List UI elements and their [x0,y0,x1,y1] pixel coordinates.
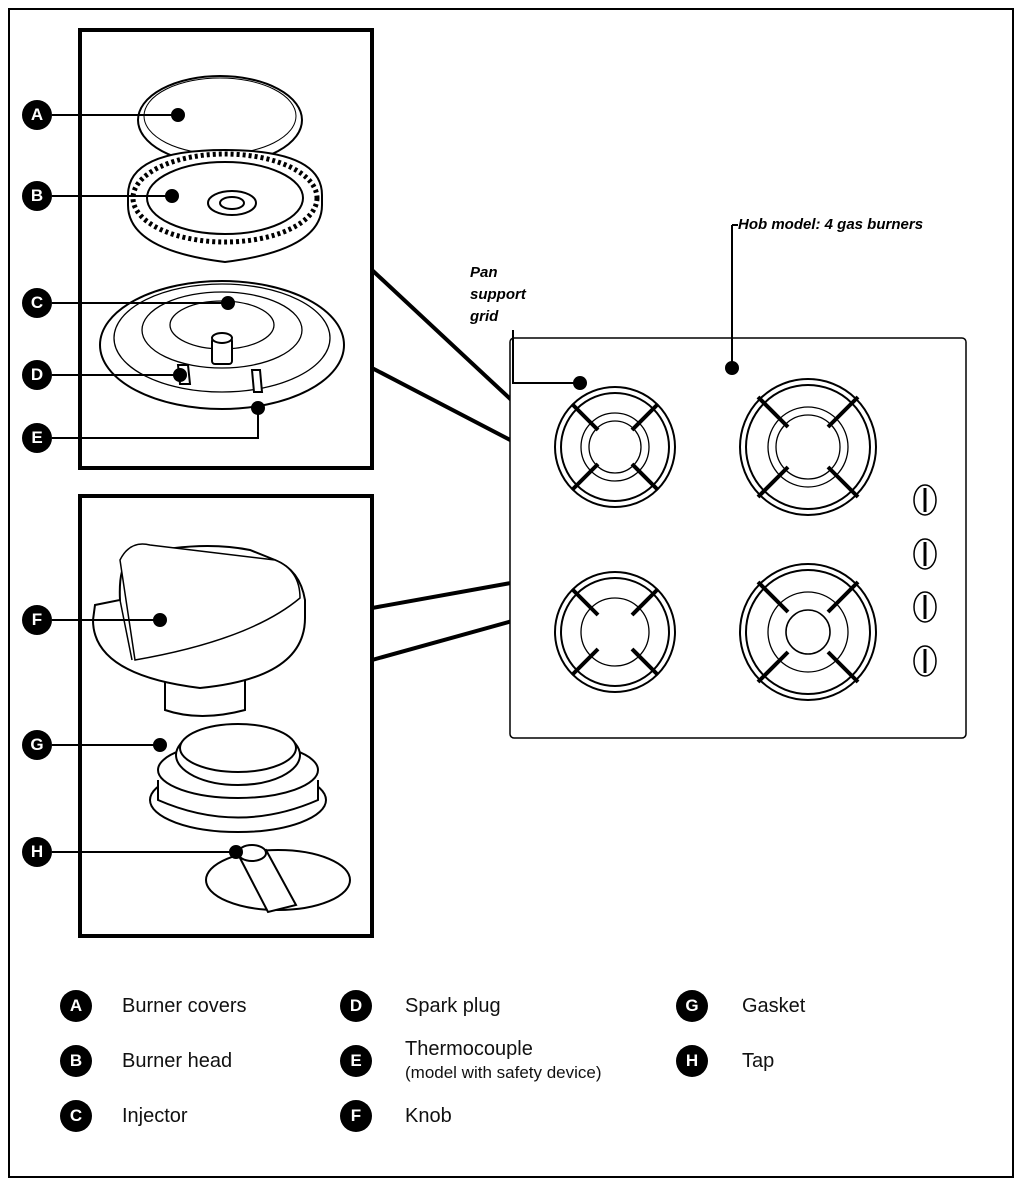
callout-badge-e: E [22,423,52,453]
legend-label-d: Spark plug [405,995,501,1017]
legend-label-g: Gasket [742,995,806,1017]
legend-item-f: F Knob [340,1100,452,1132]
part-knob [91,543,306,717]
legend-item-e: E Thermocouple (model with safety device… [340,1038,602,1085]
legend-item-c: C Injector [60,1100,188,1132]
burner-bottom-right [739,563,877,701]
callout-badge-h: H [22,837,52,867]
callout-leaders [52,108,265,859]
part-gasket [149,723,327,833]
callout-badge-c: C [22,288,52,318]
legend-label-b: Burner head [122,1050,233,1072]
legend-badge-g: G [676,990,708,1022]
callout-badge-b: B [22,181,52,211]
legend-badge-e: E [340,1045,372,1077]
legend-badge-h: H [676,1045,708,1077]
legend-badge-a: A [60,990,92,1022]
legend-item-a: A Burner covers [60,990,247,1022]
pan-support-title-line3: grid [470,308,499,325]
hob-knobs [913,484,937,677]
burner-bottom-left [554,571,676,693]
legend-badge-c: C [60,1100,92,1132]
part-tap [205,844,351,914]
callout-badge-d: D [22,360,52,390]
legend-item-h: H Tap [676,1045,774,1077]
burner-detail-box [78,28,374,470]
legend-item-g: G Gasket [676,990,805,1022]
pan-support-title-line2: support [470,286,526,303]
legend-label-c: Injector [122,1105,188,1127]
part-burner-head [127,148,323,264]
legend-label-h: Tap [742,1050,775,1072]
knob-detail-box [78,494,374,938]
pan-support-leader [512,330,587,390]
legend-label-a: Burner covers [122,995,247,1017]
callout-badge-f: F [22,605,52,635]
legend-item-b: B Burner head [60,1045,232,1077]
legend-label-e-main: Thermocouple [405,1038,533,1060]
legend-badge-d: D [340,990,372,1022]
callout-badge-a: A [22,100,52,130]
hob-model-title: Hob model: 4 gas burners [738,216,924,233]
legend-badge-b: B [60,1045,92,1077]
legend-label-e-sub: (model with safety device) [405,1063,602,1082]
legend-label-e: Thermocouple (model with safety device) [405,1037,602,1085]
legend-label-f: Knob [405,1105,452,1127]
hob-outline [509,337,967,739]
hob-model-leader [725,224,739,375]
legend-item-d: D Spark plug [340,990,501,1022]
part-burner-cover [137,75,303,165]
part-burner-base [99,280,345,410]
diagram-frame [8,8,1014,1178]
callout-badge-g: G [22,730,52,760]
pan-support-title: Pan support grid [470,262,540,328]
legend-badge-f: F [340,1100,372,1132]
burner-top-left [554,386,676,508]
burner-top-right [739,378,877,516]
pan-support-title-line1: Pan [470,264,498,281]
